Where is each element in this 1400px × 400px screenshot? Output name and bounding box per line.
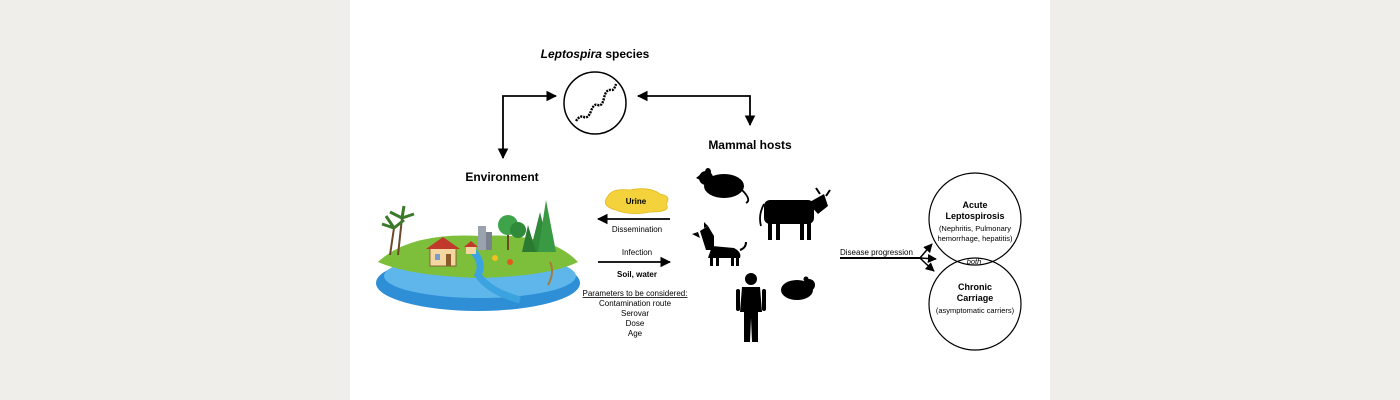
arrow-hosts-to-bacterium (636, 90, 756, 127)
disease-progression-label: Disease progression (840, 248, 913, 257)
acute-detail-2: hemorrhage, hepatitis) (937, 234, 1013, 243)
mammal-hosts-label: Mammal hosts (708, 138, 792, 152)
chronic-circle (928, 257, 1022, 351)
urine-label: Urine (626, 197, 647, 206)
parameter-item: Age (628, 329, 643, 338)
dissemination-label: Dissemination (612, 225, 662, 234)
rat-icon (696, 168, 750, 204)
chronic-detail: (asymptomatic carriers) (936, 306, 1015, 315)
hamster-icon (781, 276, 815, 300)
environment-label: Environment (465, 170, 538, 184)
acute-title-1: Acute (962, 200, 987, 210)
overlap-both-label: both (967, 257, 982, 266)
arrow-environment-to-bacterium (497, 90, 558, 160)
acute-circle (928, 172, 1022, 266)
leptospira-title-italic: Leptospira (541, 47, 603, 61)
leptospira-title: Leptospira species (541, 47, 650, 61)
leptospira-spiral-icon (563, 71, 627, 135)
landscape-illustration (376, 200, 580, 311)
acute-detail-1: (Nephritis, Pulmonary (939, 224, 1011, 233)
chronic-title-1: Chronic (958, 282, 992, 292)
acute-title-2: Leptospirosis (945, 211, 1004, 221)
infection-label: Infection (622, 248, 652, 257)
urine-puddle-icon: Urine (604, 188, 669, 214)
leptospira-title-rest: species (602, 47, 650, 61)
dog-icon (692, 222, 747, 266)
soil-water-label: Soil, water (617, 270, 657, 279)
diagram-panel: Leptospira species Environment Mammal ho… (350, 0, 1050, 400)
arrow-to-chronic (919, 257, 935, 272)
arrow-to-acute (919, 243, 933, 259)
leptospirosis-cycle-diagram: Leptospira species Environment Mammal ho… (376, 47, 1022, 351)
chronic-title-2: Carriage (957, 293, 994, 303)
parameter-item: Serovar (621, 309, 649, 318)
parameter-item: Dose (626, 319, 645, 328)
parameters-title: Parameters to be considered: (583, 289, 688, 298)
arrow-to-both (919, 254, 937, 263)
human-icon (736, 273, 766, 342)
parameter-item: Contamination route (599, 299, 672, 308)
cow-icon (759, 187, 831, 240)
